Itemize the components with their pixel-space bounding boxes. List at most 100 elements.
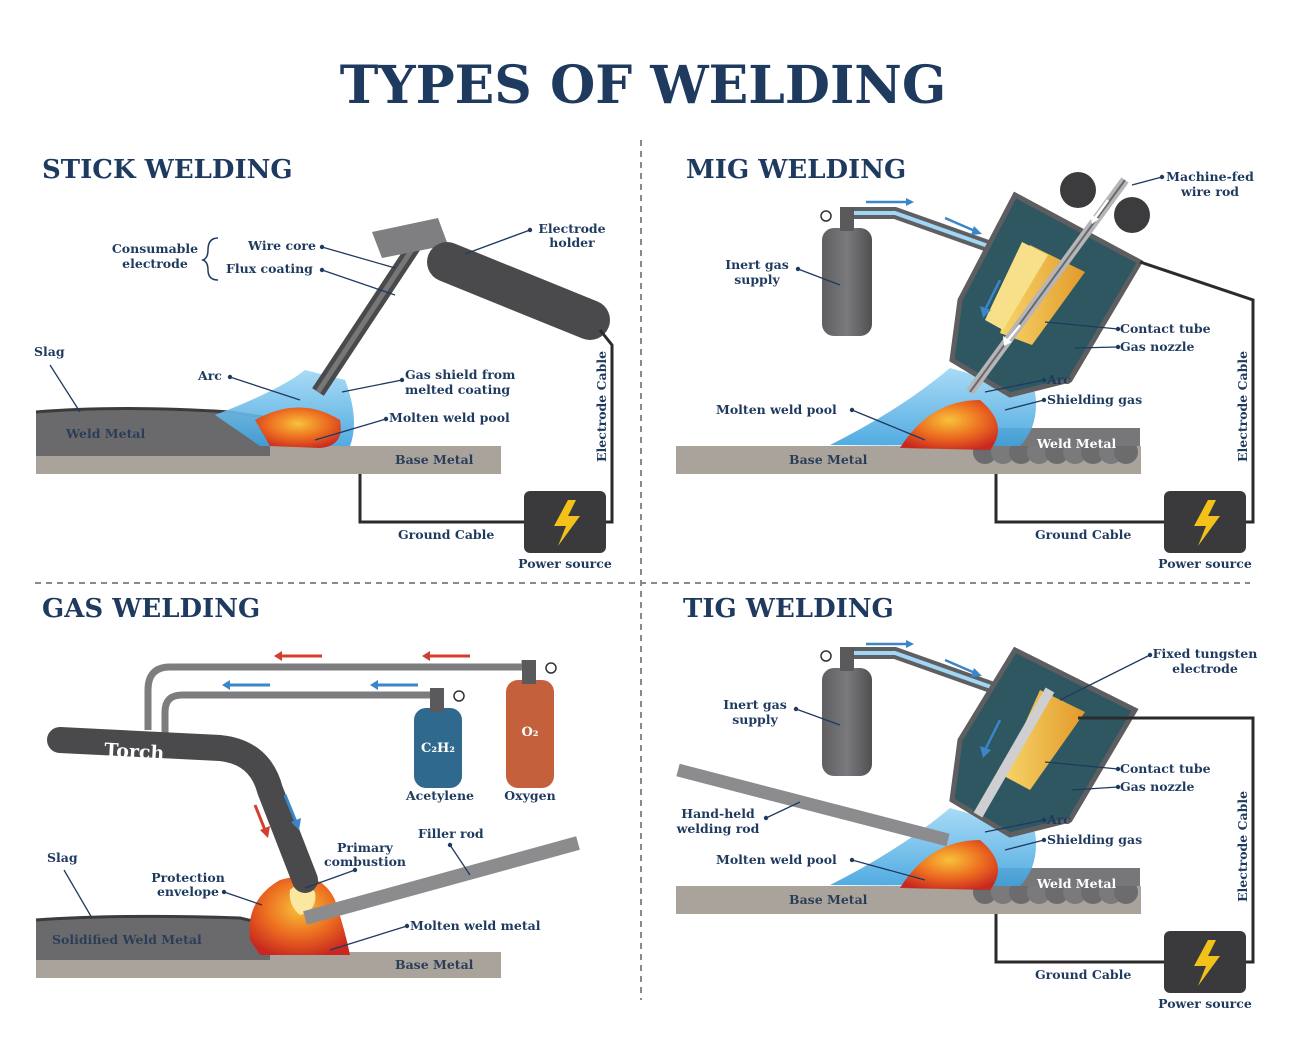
gas-primary-label-1: Primary <box>337 840 394 855</box>
mig-power-label: Power source <box>1158 556 1252 571</box>
mig-machine-fed-label-2: wire rod <box>1180 184 1239 199</box>
stick-welding-panel: STICK WELDING Consumable electrode Wire … <box>34 155 614 571</box>
gas-o2-label: O₂ <box>521 725 538 740</box>
mig-gas-nozzle-label: Gas nozzle <box>1120 339 1195 354</box>
stick-lightning-icon <box>554 500 580 546</box>
tig-tungsten-label-1: Fixed tungsten <box>1153 646 1258 661</box>
tig-hand-held-rod <box>676 763 950 847</box>
mig-contact-tube-label: Contact tube <box>1120 321 1211 336</box>
tig-gas-hose <box>854 647 1008 698</box>
gas-slag-label: Slag <box>47 850 78 865</box>
stick-ground-cable <box>358 474 524 524</box>
tig-base-metal-label: Base Metal <box>789 892 868 907</box>
stick-power-label: Power source <box>518 556 612 571</box>
stick-holder-label-2: holder <box>549 235 595 250</box>
gas-filler-rod <box>303 836 580 925</box>
tig-gas-nozzle-label: Gas nozzle <box>1120 779 1195 794</box>
tig-welding-panel: TIG WELDING Fix <box>676 594 1258 1011</box>
tig-gas-cylinder <box>822 668 872 776</box>
mig-machine-fed-label-1: Machine-fed <box>1166 169 1254 184</box>
stick-clamp <box>372 218 448 258</box>
stick-consumable-label-1: Consumable <box>112 241 198 256</box>
gas-protection-envelope <box>249 876 350 955</box>
stick-holder-label-1: Electrode <box>538 221 605 236</box>
stick-gas-shield-label-2: melted coating <box>405 382 510 397</box>
mig-molten-label: Molten weld pool <box>716 402 837 417</box>
stick-wire-core-label: Wire core <box>247 238 316 253</box>
mig-base-metal-label: Base Metal <box>789 452 868 467</box>
gas-base-metal-label: Base Metal <box>395 957 474 972</box>
gas-filler-rod-label: Filler rod <box>418 826 484 841</box>
gas-acetylene-cylinder <box>414 708 462 788</box>
gas-heading: GAS WELDING <box>42 594 260 624</box>
tig-lightning-icon <box>1194 940 1220 986</box>
mig-inert-gas-label-1: Inert gas <box>725 257 788 272</box>
gas-welding-panel: GAS WELDING C₂H₂ O₂ Acetylene Oxygen Tor… <box>35 594 580 978</box>
stick-arc-label: Arc <box>197 368 222 383</box>
stick-weld-metal-label: Weld Metal <box>65 426 145 441</box>
mig-cylinder-valve <box>840 207 854 231</box>
stick-molten-pool <box>255 407 341 448</box>
tig-gauge-icon <box>820 650 832 662</box>
stick-electrode-holder <box>427 242 610 340</box>
stick-gas-shield-label-1: Gas shield from <box>405 367 515 382</box>
tig-arc-label: Arc <box>1046 812 1071 827</box>
main-title: TYPES OF WELDING <box>340 55 946 116</box>
mig-ground-cable-label: Ground Cable <box>1035 527 1131 542</box>
mig-shielding-gas-label: Shielding gas <box>1047 392 1142 407</box>
stick-electrode-cable-label: Electrode Cable <box>594 351 609 462</box>
tig-hand-held-label-2: welding rod <box>676 821 760 836</box>
stick-slag-label: Slag <box>34 344 65 359</box>
gas-oxygen-label: Oxygen <box>504 788 555 803</box>
mig-feed-roller-2 <box>1114 197 1150 233</box>
stick-brace <box>200 237 219 281</box>
stick-consumable-label-2: electrode <box>122 256 188 271</box>
mig-molten-pool <box>900 400 998 450</box>
gas-acetylene-hose <box>161 690 441 735</box>
gas-molten-label: Molten weld metal <box>410 918 541 933</box>
gas-oxygen-cylinder <box>506 680 554 788</box>
tig-hand-held-label-1: Hand-held <box>681 806 755 821</box>
stick-flux-label: Flux coating <box>226 261 313 276</box>
gas-torch-label: Torch <box>104 739 165 764</box>
gas-acetylene-gauge-icon <box>453 690 465 702</box>
gas-solidified-label: Solidified Weld Metal <box>52 932 202 947</box>
mig-lightning-icon <box>1194 500 1220 546</box>
mig-arc-label: Arc <box>1046 372 1071 387</box>
gas-solidified-weld <box>36 916 270 960</box>
mig-gas-hose <box>854 207 1008 258</box>
mig-feed-roller-1 <box>1060 172 1096 208</box>
gas-c2h2-label: C₂H₂ <box>421 741 455 756</box>
tig-molten-pool <box>900 840 998 890</box>
stick-ground-cable-label: Ground Cable <box>398 527 494 542</box>
tig-electrode-cable-label: Electrode Cable <box>1235 791 1250 902</box>
tig-tungsten-label-2: electrode <box>1172 661 1238 676</box>
stick-heading: STICK WELDING <box>42 155 293 185</box>
stick-weld-metal <box>36 408 270 456</box>
stick-wire-core <box>315 228 428 394</box>
mig-gauge-icon <box>820 210 832 222</box>
tig-inert-gas-label-1: Inert gas <box>723 697 786 712</box>
mig-gas-cylinder <box>822 228 872 336</box>
tig-weld-metal-label: Weld Metal <box>1036 876 1116 891</box>
mig-heading: MIG WELDING <box>686 155 906 185</box>
tig-contact-tube <box>1002 690 1085 790</box>
mig-weld-bead <box>973 428 1140 464</box>
tig-weld-bead <box>973 868 1140 904</box>
mig-electrode-cable-label: Electrode Cable <box>1235 351 1250 462</box>
tig-inert-gas-label-2: supply <box>732 712 778 727</box>
tig-shielding-gas-label: Shielding gas <box>1047 832 1142 847</box>
gas-protection-label-1: Protection <box>151 870 225 885</box>
mig-ground-cable <box>994 474 1164 524</box>
gas-torch <box>47 727 318 893</box>
tig-molten-label: Molten weld pool <box>716 852 837 867</box>
mig-gas-arrow-2 <box>944 216 976 233</box>
stick-slag-line <box>35 407 271 420</box>
stick-base-metal-label: Base Metal <box>395 452 474 467</box>
gas-oxygen-hose <box>144 660 529 730</box>
gas-primary-label-2: combustion <box>324 854 406 869</box>
stick-electrode-cable <box>598 329 614 524</box>
tig-ground-cable-label: Ground Cable <box>1035 967 1131 982</box>
tig-contact-tube-label: Contact tube <box>1120 761 1211 776</box>
